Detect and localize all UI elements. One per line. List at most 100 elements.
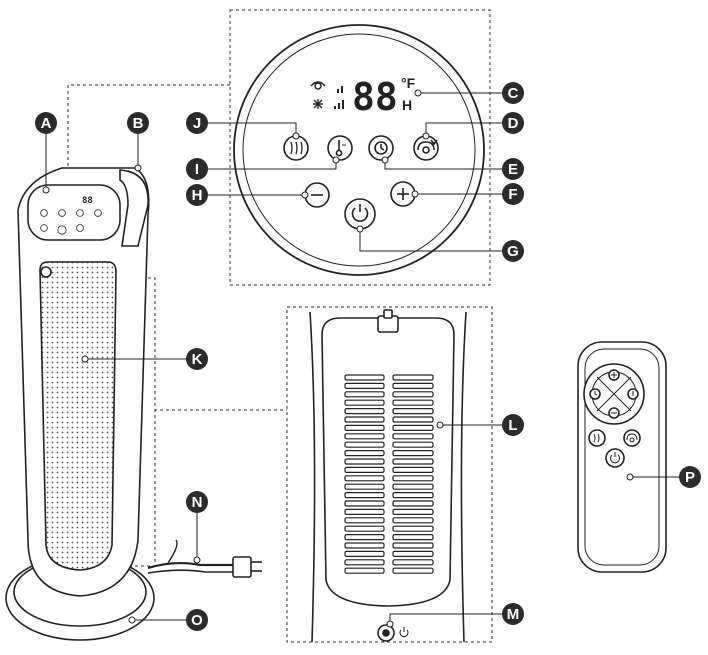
callout-badge — [35, 112, 57, 134]
callout-badge — [502, 183, 524, 205]
remote-plus-button[interactable] — [608, 369, 620, 381]
power-icon — [351, 204, 369, 222]
callout-b: B — [127, 112, 149, 134]
grille-slat — [344, 374, 385, 381]
led-display: 88 °F H — [310, 75, 416, 119]
grille-slat — [392, 441, 434, 448]
grille-slat — [344, 567, 385, 574]
remote-power-button[interactable] — [605, 448, 625, 468]
callout-l: L — [502, 414, 524, 436]
grille-slat — [344, 466, 385, 473]
callout-letter: M — [507, 606, 520, 623]
grille-slat — [344, 391, 385, 398]
callout-d: D — [502, 112, 524, 134]
callout-badge — [502, 603, 524, 625]
leader-dot-a — [42, 186, 50, 194]
grille-slat — [392, 433, 434, 440]
grille-slat — [344, 408, 385, 415]
callout-k: K — [186, 348, 208, 370]
grille-slat — [392, 382, 434, 389]
callout-letter: F — [508, 186, 517, 203]
callout-badge — [186, 112, 208, 134]
timer-button[interactable] — [368, 135, 394, 161]
leader-dot-d — [422, 132, 430, 140]
grille-slat — [344, 508, 385, 515]
grille-slat — [392, 399, 434, 406]
callout-badge — [186, 348, 208, 370]
callout-letter: B — [133, 115, 144, 132]
remote-heat-mode-button[interactable] — [588, 429, 606, 447]
grille-slat — [392, 567, 434, 574]
power-button[interactable] — [344, 198, 376, 230]
oscillation-icon — [417, 139, 438, 154]
grille-slat — [392, 450, 434, 457]
leader-dot-j — [292, 132, 300, 140]
grille-slat — [392, 550, 434, 558]
grille-slat — [344, 525, 385, 532]
rear-view-enlarged — [309, 309, 467, 643]
callout-badge — [502, 82, 524, 104]
plug — [232, 556, 252, 578]
remote-oscillation-button[interactable] — [623, 429, 641, 447]
plus-button[interactable] — [390, 181, 416, 207]
grille-slat — [392, 408, 434, 415]
callout-letter: N — [192, 494, 203, 511]
grille-slat — [392, 424, 434, 431]
callout-letter: P — [685, 469, 695, 486]
callout-n: N — [186, 491, 208, 513]
grille-slat — [392, 374, 434, 381]
grille-slat — [392, 416, 434, 423]
unit-label: °F — [401, 75, 416, 91]
callout-badge — [502, 414, 524, 436]
callout-badge — [502, 158, 524, 180]
leader-dot-m — [386, 620, 394, 628]
thermostat-button[interactable] — [327, 135, 353, 161]
remote-thermostat-button[interactable] — [627, 388, 639, 400]
leader-dot-g — [356, 225, 364, 233]
grille-slat — [392, 559, 434, 566]
grille-slat — [392, 458, 434, 465]
timer-clock-icon — [374, 141, 388, 155]
leader-dot-c — [414, 89, 422, 97]
grille-slat — [344, 500, 385, 507]
callout-badge — [186, 609, 208, 631]
leader-line-j — [197, 122, 297, 136]
grille-slat — [344, 416, 385, 423]
leader-dot-h — [301, 191, 309, 199]
callout-badge — [127, 112, 149, 134]
leader-dot-f — [411, 190, 419, 198]
callout-badge — [186, 184, 208, 206]
callout-letter: H — [192, 187, 203, 204]
oscillation-button[interactable] — [413, 135, 439, 161]
callout-letter: A — [41, 115, 52, 132]
remote-timer-button[interactable] — [589, 388, 601, 400]
callout-badge — [186, 158, 208, 180]
callout-letter: K — [192, 351, 203, 368]
leader-line-m — [389, 613, 513, 624]
carry-handle — [119, 169, 149, 247]
remote-minus-button[interactable] — [608, 407, 620, 419]
callout-badge — [502, 112, 524, 134]
leader-dot-n — [193, 556, 201, 564]
rear-grille-slats — [344, 374, 434, 574]
grille-slat — [392, 391, 434, 398]
callout-e: E — [502, 158, 524, 180]
grille-slat — [392, 517, 434, 524]
grille-slat — [344, 399, 385, 406]
hours-label: H — [402, 97, 412, 113]
eco-mode-icon — [313, 99, 323, 109]
grille-slat — [344, 433, 385, 440]
heat-mode-button[interactable] — [283, 135, 309, 161]
plus-icon — [397, 188, 409, 200]
remote-control — [577, 341, 667, 573]
grille-slat — [344, 424, 385, 431]
power-symbol-icon — [399, 627, 409, 638]
leader-dot-k — [81, 355, 89, 363]
minus-button[interactable] — [304, 182, 330, 208]
callout-h: H — [186, 184, 208, 206]
control-panel-enlarged: 88 °F H — [233, 24, 485, 276]
callout-badge — [186, 491, 208, 513]
